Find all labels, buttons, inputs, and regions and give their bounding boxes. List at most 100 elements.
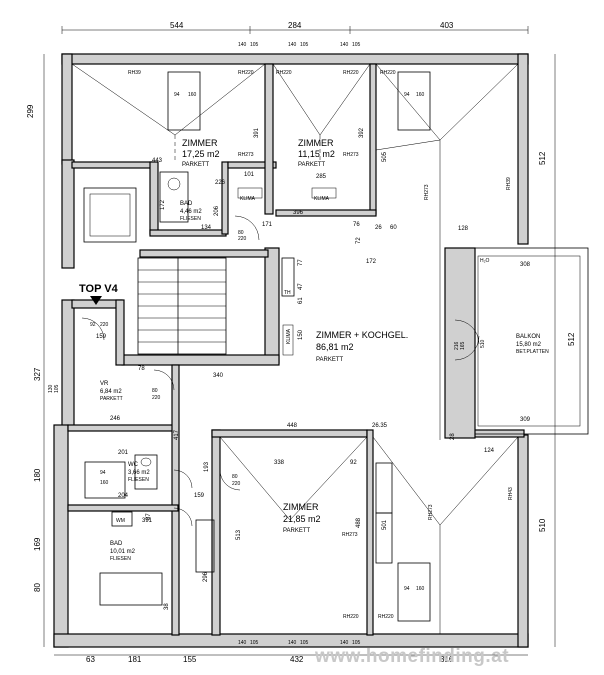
dim-134: 134 (201, 225, 212, 231)
dim-bottom-s5: 140 (340, 640, 349, 646)
dim-92: 92 (350, 460, 357, 466)
dim-206: 206 (214, 205, 220, 216)
zimmer1-area: 17,25 m2 (182, 149, 220, 159)
dim-bottom-5: 316 (440, 655, 454, 664)
rh273-d: RH273 (428, 504, 434, 520)
dim-top-s5: 140 (340, 42, 349, 48)
dim-201: 201 (118, 450, 129, 456)
dim-76: 76 (353, 222, 360, 228)
dim-443: 443 (152, 158, 163, 164)
bad1-area: 4,46 m2 (180, 209, 202, 215)
dim-top-s4: 105 (300, 42, 309, 48)
balkon-name: BALKON (516, 334, 540, 340)
balkon-area: 15,80 m2 (516, 342, 542, 348)
zimmer1-floor: PARKETT (182, 162, 210, 168)
zimmer1-name: ZIMMER (182, 138, 218, 148)
klima-b: KLIMA (314, 196, 330, 202)
klima-a: KLIMA (240, 196, 256, 202)
dim-bottom-s2: 105 (250, 640, 259, 646)
dim-61: 61 (298, 297, 304, 304)
dim-26: 26 (375, 225, 382, 231)
dim-left-7: 80 (33, 583, 42, 592)
dim-309: 309 (520, 417, 531, 423)
bed1-160: 160 (188, 92, 197, 98)
dim-60: 60 (390, 225, 397, 231)
zimmer2-floor: PARKETT (298, 162, 326, 168)
bed4-160: 160 (416, 586, 425, 592)
dim-128: 128 (458, 226, 469, 232)
interior-walls (67, 63, 525, 636)
dim-124: 124 (484, 448, 495, 454)
dim-501: 501 (382, 519, 388, 530)
dim-bottom-4: 432 (290, 655, 304, 664)
rh43: RH43 (508, 487, 514, 500)
dim-28: 28 (450, 433, 456, 440)
living-name: ZIMMER + KOCHGEL. (316, 330, 408, 340)
dim-77: 77 (298, 259, 304, 266)
dim-top-middle: 284 (288, 21, 302, 30)
dim-38: 38 (164, 603, 170, 610)
dim-448: 448 (287, 423, 298, 429)
dim-391a: 391 (254, 127, 260, 138)
watermark: www.homefinding.at (315, 646, 510, 667)
staircase (137, 257, 227, 355)
dim-bottom-1: 63 (86, 655, 95, 664)
roof-slopes (71, 63, 519, 634)
bed2-160: 160 (416, 92, 425, 98)
dim-top-s6: 105 (352, 42, 361, 48)
bed4-94: 94 (404, 586, 410, 592)
dim-bottom-s6: 105 (352, 640, 361, 646)
bed3-94: 94 (100, 470, 106, 476)
door-80-c: 80 (232, 474, 238, 480)
dim-216: 216 (454, 341, 460, 350)
dim-417: 417 (174, 429, 180, 440)
dim-513: 513 (236, 529, 242, 540)
dim-top-s1: 140 (238, 42, 247, 48)
dim-159b: 159 (194, 493, 205, 499)
dim-top-right: 403 (440, 21, 454, 30)
wc-area: 3,66 m2 (128, 470, 150, 476)
dim-bottom-s3: 140 (288, 640, 297, 646)
zimmer2-area: 11,15 m2 (298, 149, 335, 159)
rh220-f: RH220 (378, 614, 394, 620)
dim-165: 165 (460, 341, 466, 350)
rh220-b: RH220 (276, 70, 292, 76)
dim-left-5: 180 (33, 468, 42, 482)
rh220-d: RH220 (380, 70, 396, 76)
rh220-a: RH220 (238, 70, 254, 76)
dim-top-s2: 105 (250, 42, 259, 48)
dim-296: 296 (203, 571, 209, 582)
wc-name: WC (128, 462, 139, 468)
dim-391b: 391 (142, 518, 153, 524)
dim-bottom-2: 181 (128, 655, 142, 664)
dim-204: 204 (118, 493, 129, 499)
vr-area: 6,84 m2 (100, 389, 122, 395)
dim-bottom-3: 155 (183, 655, 197, 664)
dim-left-3: 130 (48, 384, 54, 393)
dim-150: 150 (298, 329, 304, 340)
living-area: 86,81 m2 (316, 342, 354, 352)
zimmer3-floor: PARKETT (283, 528, 311, 534)
dim-338: 338 (274, 460, 285, 466)
dim-226: 226 (215, 180, 226, 186)
dim-159: 159 (96, 334, 107, 340)
dim-340: 340 (213, 373, 224, 379)
dim-246: 246 (110, 416, 121, 422)
bad2-name: BAD (110, 541, 123, 547)
dim-505: 505 (382, 151, 388, 162)
dim-top-width: 544 (170, 21, 184, 30)
dim-left-4: 105 (54, 384, 60, 393)
text-labels: 544 284 403 140 105 140 105 140 105 63 1… (26, 21, 576, 664)
rh220-c: RH220 (343, 70, 359, 76)
top-label: TOP V4 (79, 283, 119, 295)
bed1-94: 94 (174, 92, 180, 98)
wm-label: WM (116, 518, 125, 524)
rh39-b: RH39 (506, 177, 512, 190)
dim-396: 396 (293, 210, 304, 216)
dim-2635: 26.35 (372, 423, 388, 429)
bad2-floor: FLIESEN (110, 556, 131, 562)
vr-name: VR (100, 381, 109, 387)
bad1-floor: FLIESEN (180, 216, 201, 222)
dim-right-2: 512 (567, 332, 576, 346)
